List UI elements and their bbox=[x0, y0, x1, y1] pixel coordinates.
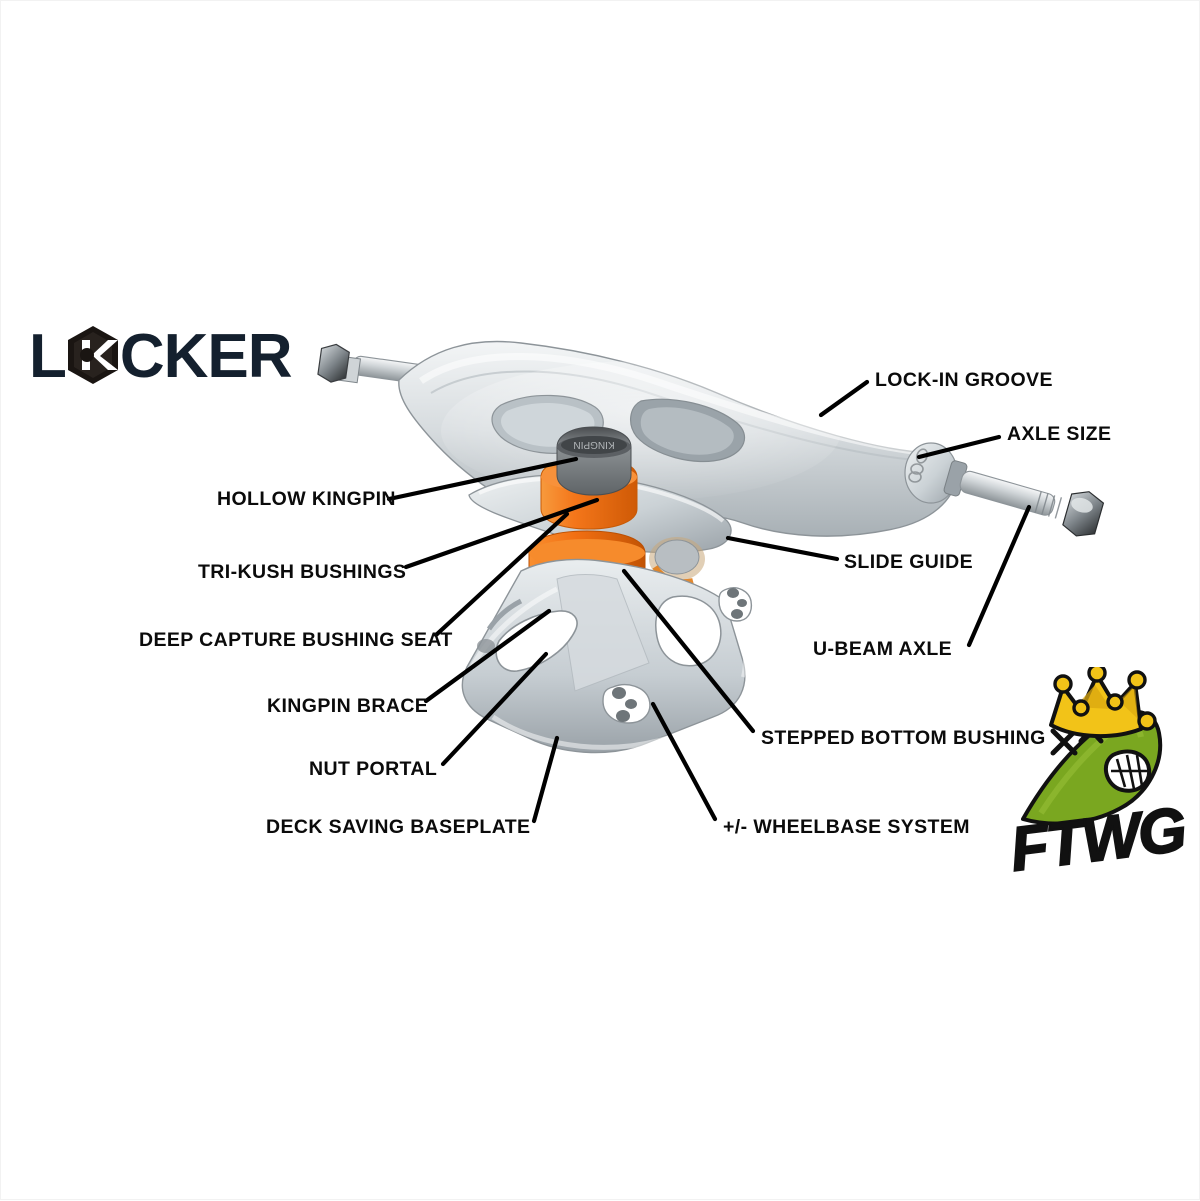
leader-stepped-bottom-bushing bbox=[621, 568, 756, 734]
axle-size-stamp bbox=[908, 448, 929, 483]
callout-u-beam-axle: U-BEAM AXLE bbox=[813, 638, 953, 660]
callout-deck-saving-baseplate: DECK SAVING BASEPLATE bbox=[266, 816, 531, 838]
callout-hollow-kingpin: HOLLOW KINGPIN bbox=[217, 488, 396, 510]
leader-lock-in-groove bbox=[818, 379, 870, 418]
leader-deep-capture-seat bbox=[433, 511, 570, 638]
svg-text:KINGPIN: KINGPIN bbox=[573, 439, 614, 450]
callout-slide-guide: SLIDE GUIDE bbox=[844, 551, 973, 573]
leader-wheelbase-system bbox=[650, 701, 718, 822]
callout-tri-kush-bushings: TRI-KUSH BUSHINGS bbox=[198, 561, 407, 583]
leader-lines bbox=[386, 379, 1032, 824]
callout-deep-capture-bushing-seat: DEEP CAPTURE BUSHING SEAT bbox=[139, 629, 453, 651]
wheelbase-slot-dots bbox=[612, 588, 747, 722]
leader-slide-guide bbox=[725, 535, 840, 562]
brand-logo: L CKER bbox=[29, 322, 293, 391]
leader-axle-size bbox=[916, 434, 1002, 460]
callout-kingpin-brace: KINGPIN BRACE bbox=[267, 695, 429, 717]
leader-deck-saving-baseplate bbox=[531, 735, 560, 824]
callout-lock-in-groove: LOCK-IN GROOVE bbox=[875, 369, 1053, 391]
brand-letters-cker: CKER bbox=[119, 322, 293, 391]
leader-u-beam-axle bbox=[966, 504, 1032, 648]
leader-hollow-kingpin bbox=[386, 456, 579, 502]
callout-axle-size: AXLE SIZE bbox=[1007, 423, 1112, 445]
leader-nut-portal bbox=[440, 651, 549, 767]
baseplate bbox=[461, 558, 753, 754]
hanger bbox=[398, 340, 958, 554]
crowned-green-character-icon bbox=[1021, 663, 1163, 826]
callout-nut-portal: NUT PORTAL bbox=[309, 758, 438, 780]
hexagon-k-logo-icon bbox=[67, 326, 118, 384]
leader-kingpin-brace bbox=[423, 608, 552, 704]
leader-tri-kush-bushings bbox=[403, 497, 600, 570]
callout-wheelbase-system: +/- WHEELBASE SYSTEM bbox=[723, 816, 970, 838]
ftwg-logo: FTWG bbox=[1006, 663, 1189, 887]
brand-letter-l: L bbox=[29, 322, 67, 391]
callout-stepped-bottom-bushing: STEPPED BOTTOM BUSHING bbox=[761, 727, 1046, 749]
right-axle-assembly bbox=[943, 460, 1105, 537]
